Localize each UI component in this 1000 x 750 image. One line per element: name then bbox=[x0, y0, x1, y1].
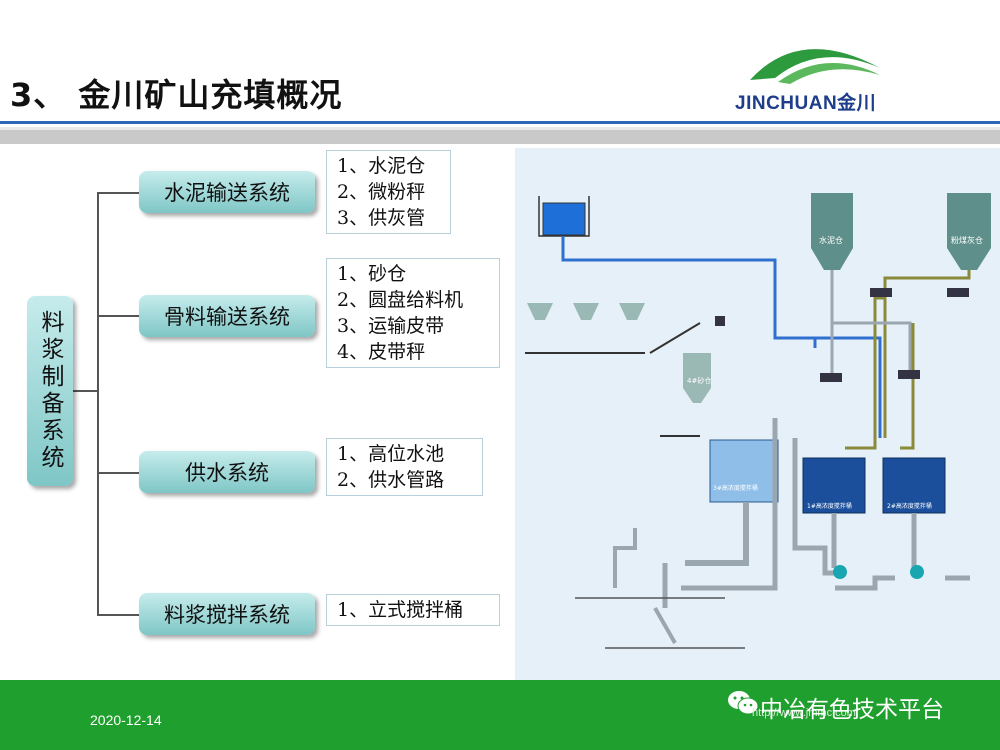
root-node: 料浆制备系统 bbox=[27, 296, 73, 486]
mixer-2-label: 2#高浓度搅拌桶 bbox=[887, 502, 932, 510]
item-list-mixing: 1、立式搅拌桶 bbox=[326, 594, 500, 626]
watermark-url: http://www.jmmc.com bbox=[752, 707, 856, 719]
system-node-water: 供水系统 bbox=[139, 451, 315, 493]
wechat-icon bbox=[728, 691, 759, 715]
list-item: 2、圆盘给料机 bbox=[337, 289, 464, 311]
tree-branch-1 bbox=[97, 192, 139, 194]
logo-text: JINCHUAN金川 bbox=[735, 93, 877, 114]
mixer-3-label: 3#高浓度搅拌桶 bbox=[713, 484, 758, 492]
tree-branch-4 bbox=[97, 614, 139, 616]
cement-silo-label: 水泥仓 bbox=[819, 235, 843, 245]
list-item: 3、供灰管 bbox=[337, 207, 426, 229]
process-diagram: 水泥仓 粉煤灰仓 4#砂仓 3#高浓度搅拌桶 1#高浓度搅拌桶 2#高 bbox=[515, 148, 1000, 680]
tree-stem-root bbox=[73, 390, 98, 392]
sand-silo-label: 4#砂仓 bbox=[687, 376, 711, 385]
header-rule-blue bbox=[0, 121, 1000, 124]
root-label: 料浆制备系统 bbox=[37, 310, 63, 472]
mixer-1-label: 1#高浓度搅拌桶 bbox=[807, 502, 852, 510]
header-rule-gray bbox=[0, 130, 1000, 144]
list-item: 1、水泥仓 bbox=[337, 155, 426, 177]
list-item: 2、供水管路 bbox=[337, 469, 445, 491]
page-title: 3、 金川矿山充填概况 bbox=[10, 76, 343, 114]
slurry-pipe bbox=[685, 502, 749, 566]
list-item: 3、运输皮带 bbox=[337, 315, 445, 337]
jinchuan-logo bbox=[750, 49, 880, 84]
list-item: 1、立式搅拌桶 bbox=[337, 599, 464, 621]
flyash-silo-label: 粉煤灰仓 bbox=[951, 235, 983, 245]
list-item: 1、砂仓 bbox=[337, 263, 407, 285]
mixer-2 bbox=[882, 457, 946, 514]
tree-branch-2 bbox=[97, 315, 139, 317]
cement-silo bbox=[811, 193, 853, 270]
footer-bar bbox=[0, 680, 1000, 750]
flyash-silo bbox=[947, 193, 991, 270]
item-list-cement: 1、水泥仓 2、微粉秤 3、供灰管 bbox=[326, 150, 451, 234]
header-rule-light bbox=[0, 127, 1000, 130]
water-pipe bbox=[561, 236, 817, 348]
item-list-aggregate: 1、砂仓 2、圆盘给料机 3、运输皮带 4、皮带秤 bbox=[326, 258, 500, 368]
watermark-text: 中冶有色技术平台 bbox=[760, 697, 944, 723]
water-tank bbox=[542, 202, 586, 236]
system-node-mixing: 料浆搅拌系统 bbox=[139, 593, 315, 635]
list-item: 4、皮带秤 bbox=[337, 341, 426, 363]
footer-date: 2020-12-14 bbox=[90, 712, 162, 728]
process-diagram-svg: 水泥仓 粉煤灰仓 4#砂仓 3#高浓度搅拌桶 1#高浓度搅拌桶 2#高 bbox=[525, 193, 991, 649]
mixer-1 bbox=[802, 457, 866, 514]
system-node-aggregate: 骨料输送系统 bbox=[139, 295, 315, 337]
item-list-water: 1、高位水池 2、供水管路 bbox=[326, 438, 483, 496]
list-item: 2、微粉秤 bbox=[337, 181, 426, 203]
list-item: 1、高位水池 bbox=[337, 443, 445, 465]
mixer-3 bbox=[709, 439, 779, 503]
sand-silo bbox=[683, 353, 711, 403]
flyash-pipe bbox=[883, 270, 971, 438]
tree-trunk bbox=[97, 192, 99, 615]
tree-branch-3 bbox=[97, 472, 139, 474]
system-node-cement: 水泥输送系统 bbox=[139, 171, 315, 213]
